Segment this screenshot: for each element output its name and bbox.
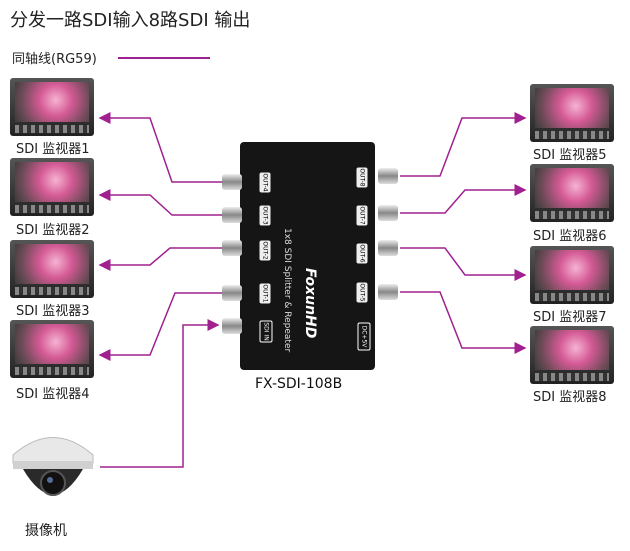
monitor-7-label: SDI 监视器7: [533, 310, 607, 325]
cable-out8: [400, 112, 527, 177]
port-label: OUT-3: [259, 205, 271, 226]
bnc-out6: [378, 240, 398, 256]
monitor-4: [10, 320, 94, 378]
monitor-4-label: SDI 监视器4: [16, 387, 90, 402]
port-label: OUT-1: [259, 283, 271, 304]
legend-label: 同轴线(RG59): [12, 52, 97, 67]
diagram-title: 分发一路SDI输入8路SDI 输出: [10, 10, 251, 31]
port-label: OUT-2: [259, 240, 271, 261]
bnc-sdi-in: [222, 318, 242, 334]
monitor-2: [10, 158, 94, 216]
cable-out4: [98, 112, 225, 183]
monitor-6: [530, 164, 614, 222]
bnc-out1: [222, 285, 242, 301]
monitor-3: [10, 240, 94, 298]
cable-out6: [400, 247, 527, 281]
monitor-3-label: SDI 监视器3: [16, 304, 90, 319]
device-description: 1x8 SDI Splitter & Repeater: [282, 228, 292, 353]
monitor-8-label: SDI 监视器8: [533, 390, 607, 405]
port-label: OUT-7: [356, 205, 368, 226]
monitor-5: [530, 84, 614, 142]
device-model: FX-SDI-108B: [255, 376, 343, 392]
monitor-7: [530, 246, 614, 304]
bnc-out3: [222, 207, 242, 223]
port-label: OUT-5: [356, 282, 368, 303]
legend-line: [118, 57, 210, 59]
port-label: OUT-6: [356, 243, 368, 264]
bnc-out4: [222, 174, 242, 190]
cable-out5: [400, 291, 527, 354]
monitor-6-label: SDI 监视器6: [533, 229, 607, 244]
bnc-out2: [222, 240, 242, 256]
cable-sdi-in: [100, 319, 220, 468]
monitor-1-label: SDI 监视器1: [16, 142, 90, 157]
cable-out2: [98, 247, 225, 271]
monitor-8: [530, 326, 614, 384]
port-label: DC+5V: [357, 322, 371, 351]
camera-label: 摄像机: [25, 523, 67, 539]
bnc-out7: [378, 205, 398, 221]
bnc-out8: [378, 168, 398, 184]
bnc-out5: [378, 284, 398, 300]
cable-out7: [400, 184, 527, 214]
port-label: SDI IN: [259, 320, 273, 343]
monitor-1: [10, 78, 94, 136]
device-brand: FoxunHD: [302, 268, 318, 339]
camera-icon: [12, 437, 94, 496]
monitor-5-label: SDI 监视器5: [533, 148, 607, 163]
port-label: OUT-4: [259, 172, 271, 193]
cable-out1: [98, 292, 225, 361]
cable-out3: [98, 189, 225, 216]
monitor-2-label: SDI 监视器2: [16, 223, 90, 238]
port-label: OUT-8: [356, 167, 368, 188]
